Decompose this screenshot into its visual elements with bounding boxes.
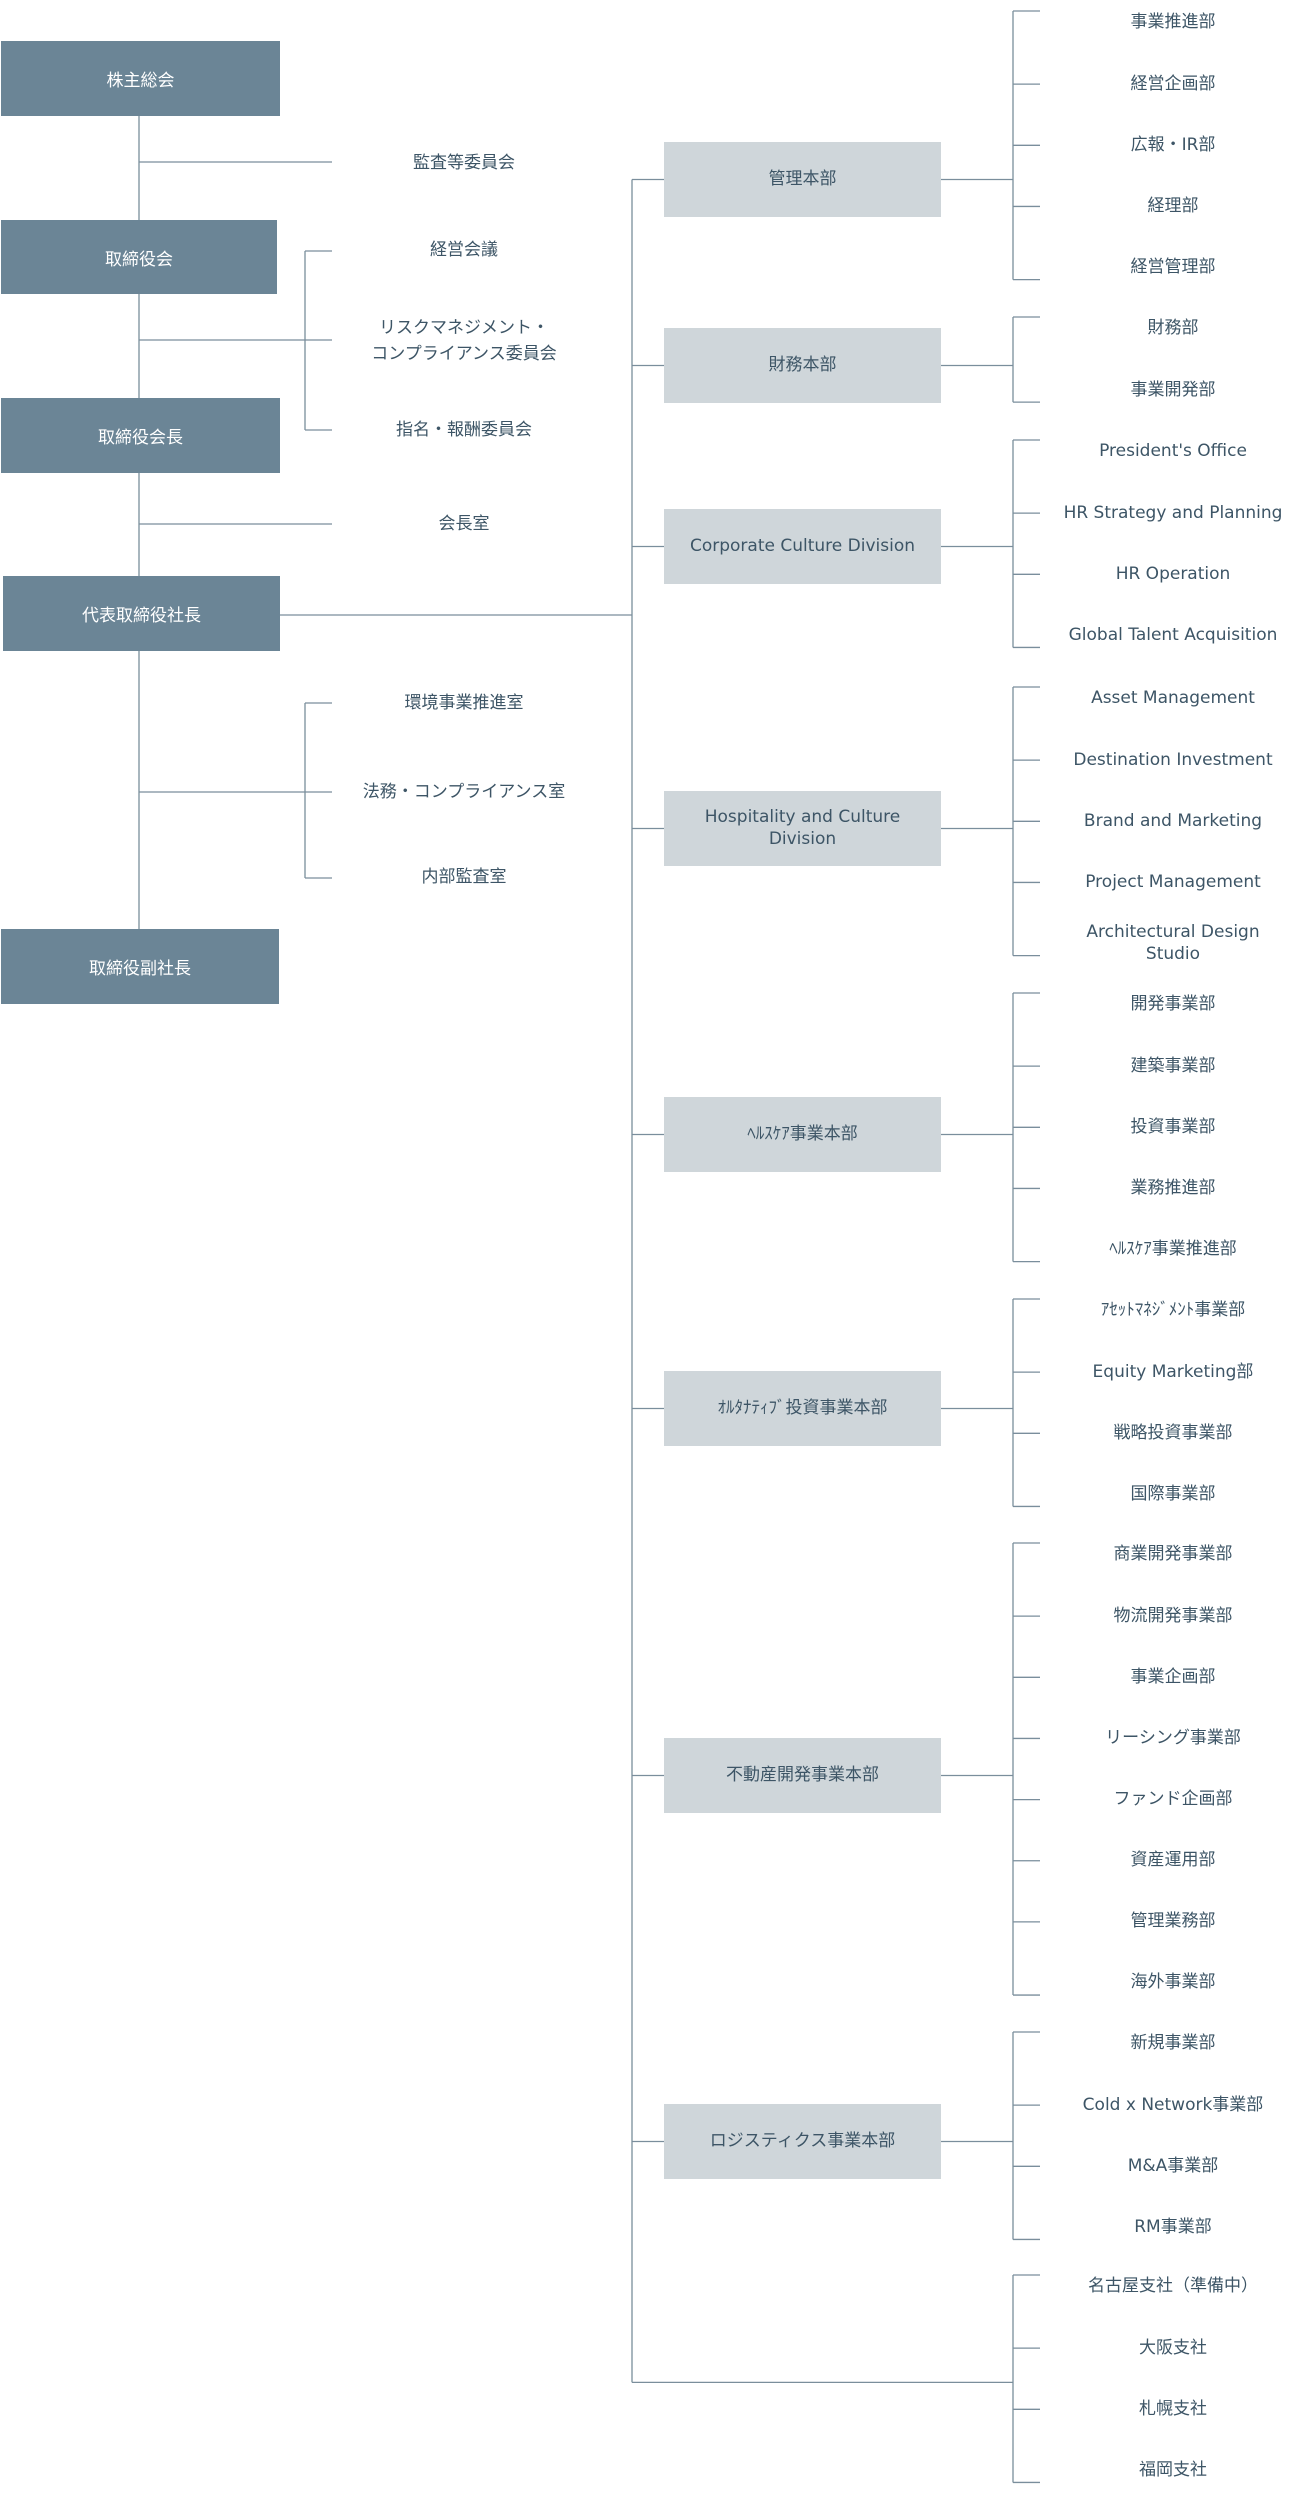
department-1-5: 経営管理部 bbox=[1130, 256, 1216, 277]
department-8-4: RM事業部 bbox=[1134, 2216, 1212, 2237]
internal-audit-office-label: 内部監査室 bbox=[421, 866, 507, 887]
department-4-3: Brand and Marketing bbox=[1083, 810, 1263, 831]
division-box-7: 不動産開発事業本部 bbox=[664, 1738, 941, 1813]
department-1-3: 広報・IR部 bbox=[1130, 134, 1216, 155]
department-7-1: 商業開発事業部 bbox=[1113, 1544, 1233, 1565]
nomination-committee-label: 指名・報酬委員会 bbox=[396, 419, 532, 440]
department-6-4: 国際事業部 bbox=[1130, 1483, 1216, 1504]
chairman-office-label: 会長室 bbox=[438, 513, 490, 534]
audit-committee-label: 監査等委員会 bbox=[413, 152, 515, 173]
department-1-1: 事業推進部 bbox=[1130, 12, 1216, 33]
department-3-2: HR Strategy and Planning bbox=[1063, 502, 1283, 523]
department-6-3: 戦略投資事業部 bbox=[1113, 1422, 1233, 1443]
division-box-4: Hospitality and Culture Division bbox=[664, 791, 941, 866]
shareholders-meeting-box: 株主総会 bbox=[1, 41, 280, 116]
division-box-2: 財務本部 bbox=[664, 328, 941, 403]
department-5-5: ﾍﾙｽｹｱ事業推進部 bbox=[1109, 1238, 1237, 1259]
department-9-3: 札幌支社 bbox=[1139, 2398, 1207, 2419]
department-8-3: M&A事業部 bbox=[1127, 2155, 1219, 2176]
department-4-4: Project Management bbox=[1085, 871, 1261, 892]
department-3-1: President's Office bbox=[1099, 441, 1247, 462]
chairman-box: 取締役会長 bbox=[1, 398, 280, 473]
division-box-8: ロジスティクス事業本部 bbox=[664, 2104, 941, 2179]
department-7-8: 海外事業部 bbox=[1130, 1972, 1216, 1993]
division-box-5: ﾍﾙｽｹｱ事業本部 bbox=[664, 1097, 941, 1172]
department-3-3: HR Operation bbox=[1115, 563, 1231, 584]
department-2-1: 財務部 bbox=[1147, 318, 1199, 339]
department-7-3: 事業企画部 bbox=[1130, 1666, 1216, 1687]
department-3-4: Global Talent Acquisition bbox=[1068, 624, 1278, 645]
environment-office-label: 環境事業推進室 bbox=[404, 692, 524, 713]
department-5-3: 投資事業部 bbox=[1130, 1116, 1216, 1137]
department-7-6: 資産運用部 bbox=[1130, 1850, 1216, 1871]
department-6-1: ｱｾｯﾄﾏﾈｼﾞﾒﾝﾄ事業部 bbox=[1100, 1300, 1246, 1321]
department-9-2: 大阪支社 bbox=[1139, 2337, 1207, 2358]
department-5-2: 建築事業部 bbox=[1130, 1055, 1216, 1076]
department-2-2: 事業開発部 bbox=[1130, 379, 1216, 400]
department-4-1: Asset Management bbox=[1091, 688, 1255, 709]
president-box: 代表取締役社長 bbox=[3, 576, 280, 651]
division-box-3: Corporate Culture Division bbox=[664, 509, 941, 584]
department-8-1: 新規事業部 bbox=[1130, 2033, 1216, 2054]
department-4-5: Architectural Design Studio bbox=[1086, 922, 1260, 964]
department-6-2: Equity Marketing部 bbox=[1092, 1361, 1254, 1382]
department-7-5: ファンド企画部 bbox=[1113, 1788, 1233, 1809]
department-7-7: 管理業務部 bbox=[1130, 1911, 1216, 1932]
department-4-2: Destination Investment bbox=[1073, 749, 1273, 770]
department-1-4: 経理部 bbox=[1147, 195, 1199, 216]
department-7-2: 物流開発事業部 bbox=[1113, 1605, 1233, 1626]
division-box-1: 管理本部 bbox=[664, 142, 941, 217]
department-7-4: リーシング事業部 bbox=[1105, 1727, 1241, 1748]
department-5-4: 業務推進部 bbox=[1130, 1177, 1216, 1198]
board-of-directors-box: 取締役会 bbox=[1, 220, 277, 294]
vice-president-box: 取締役副社長 bbox=[1, 929, 279, 1004]
division-box-6: ｵﾙﾀﾅﾃｨﾌﾞ投資事業本部 bbox=[664, 1371, 941, 1446]
legal-compliance-office-label: 法務・コンプライアンス室 bbox=[362, 781, 566, 802]
department-5-1: 開発事業部 bbox=[1130, 994, 1216, 1015]
department-8-2: Cold x Network事業部 bbox=[1082, 2094, 1264, 2115]
department-9-4: 福岡支社 bbox=[1139, 2459, 1207, 2480]
risk-compliance-committee-label: リスクマネジメント・ コンプライアンス委員会 bbox=[371, 317, 557, 364]
department-1-2: 経営企画部 bbox=[1130, 73, 1216, 94]
management-meeting-label: 経営会議 bbox=[430, 239, 498, 260]
department-9-1: 名古屋支社（準備中） bbox=[1088, 2276, 1258, 2297]
